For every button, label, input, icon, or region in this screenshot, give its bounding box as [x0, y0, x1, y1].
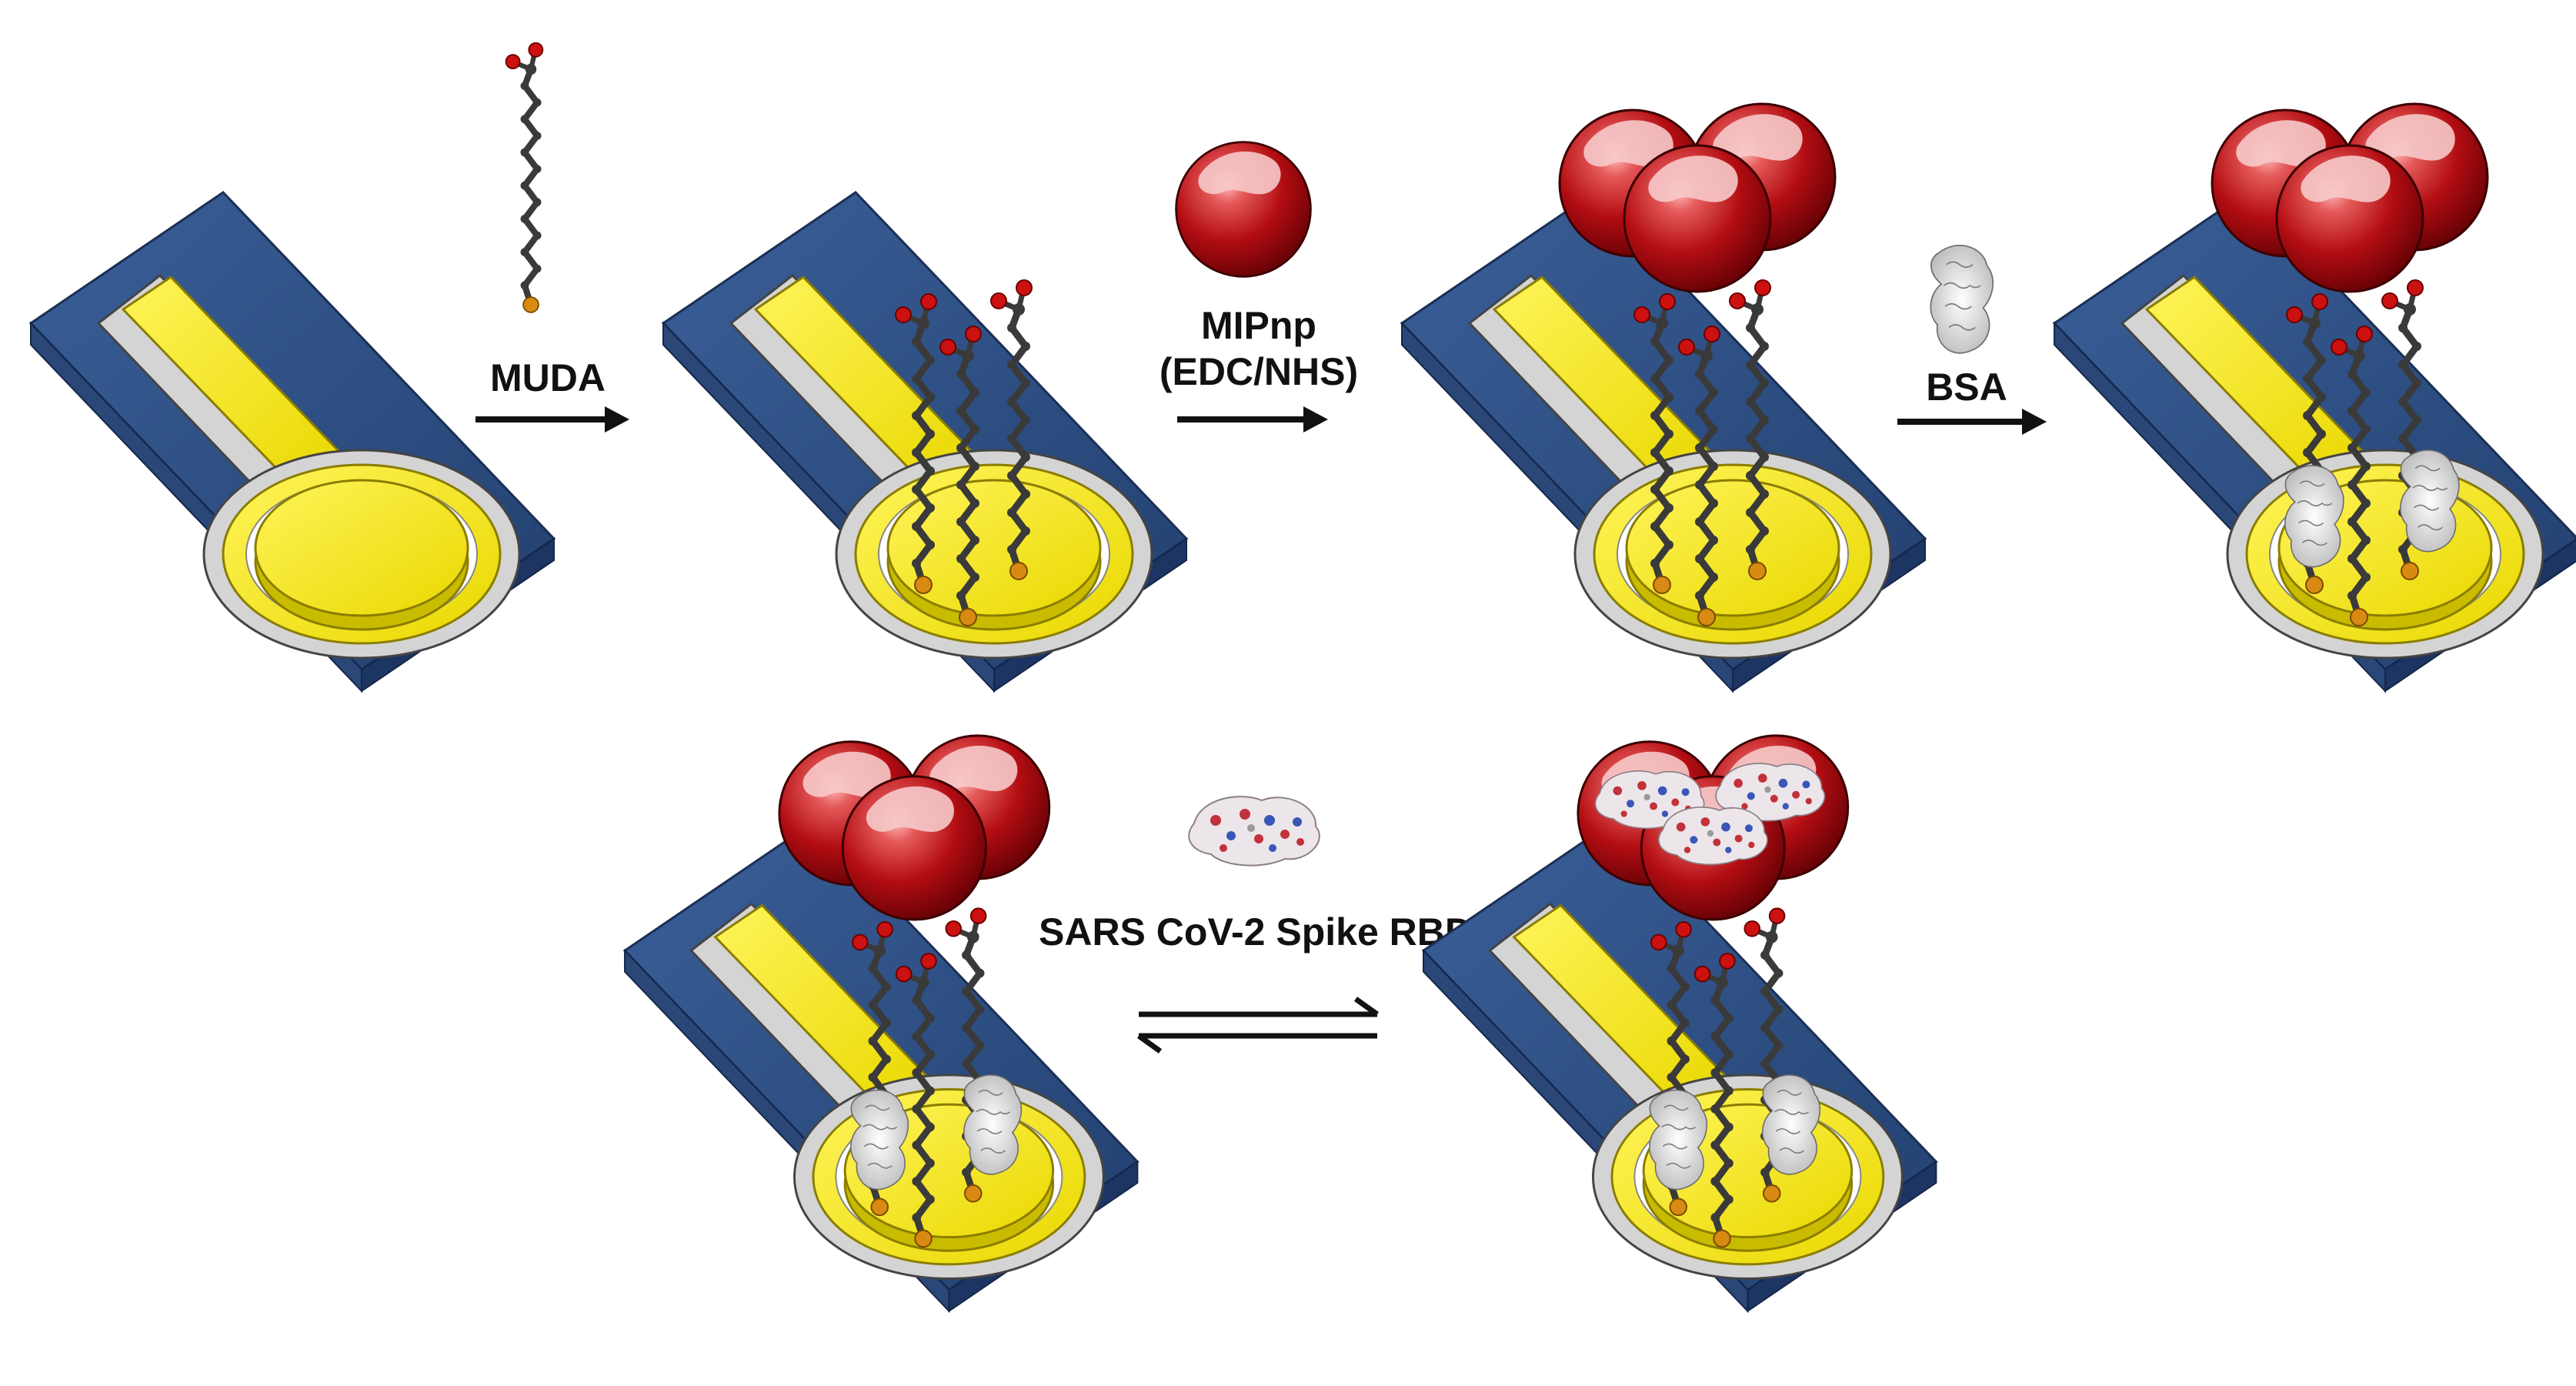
bare-electrode [29, 191, 556, 693]
edc-nhs-label: (EDC/NHS) [1160, 350, 1358, 393]
mipnp-label: MIPnp [1201, 304, 1316, 347]
sensor-rbd-bound [1422, 734, 1937, 1313]
muda-label: MUDA [490, 356, 606, 399]
mipnp-sphere [1175, 141, 1312, 278]
sensor-unbound [623, 734, 1139, 1313]
bsa-label: BSA [1926, 366, 2007, 409]
arrow-mipnp [1177, 406, 1328, 432]
equilibrium-arrows [1136, 997, 1380, 1054]
rbd-label: SARS CoV-2 Spike RBD [1039, 910, 1473, 954]
arrow-bsa [1897, 409, 2047, 435]
arrow-muda [475, 406, 629, 432]
electrode-bsa [2053, 102, 2576, 693]
spike-rbd-protein [1188, 796, 1320, 867]
electrode-mipnp [1400, 102, 1927, 693]
bsa-protein [1930, 245, 1994, 354]
electrode-muda [662, 191, 1188, 693]
muda-molecule [506, 43, 543, 312]
